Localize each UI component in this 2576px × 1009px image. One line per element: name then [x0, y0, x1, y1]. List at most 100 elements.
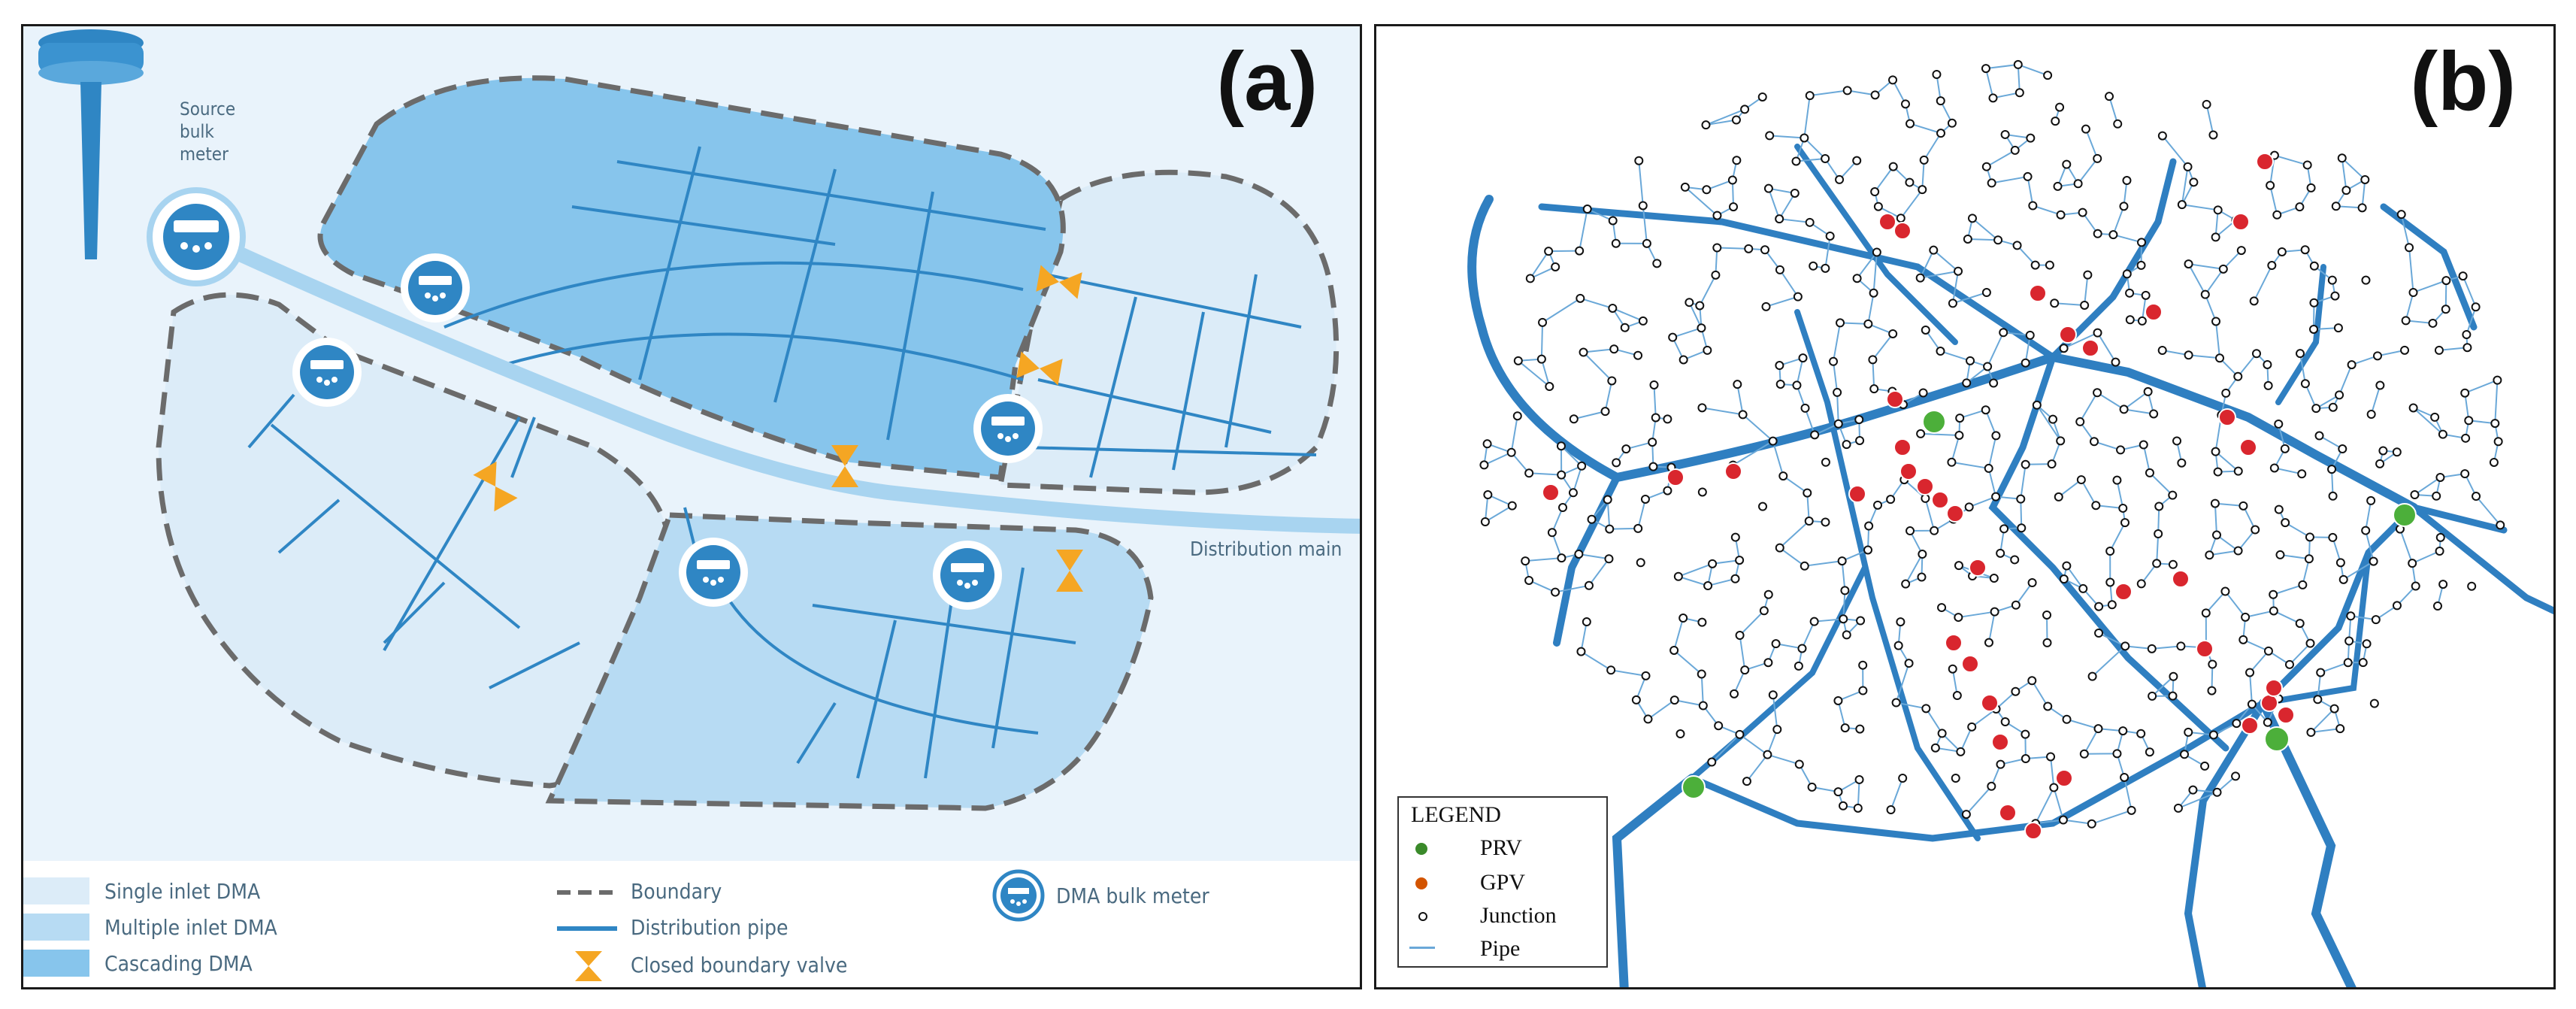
junction-node: [1906, 119, 1915, 129]
junction-node: [2112, 475, 2122, 485]
pipe-segment: [1529, 250, 1549, 279]
junction-node: [2083, 270, 2093, 280]
junction-node: [2062, 159, 2072, 169]
pipe-segment: [2113, 234, 2142, 244]
junction-node: [2080, 300, 2090, 310]
junction-node: [1730, 689, 1739, 698]
junction-node: [1760, 245, 1770, 255]
junction-node: [1547, 528, 1557, 538]
junction-node: [1840, 586, 1850, 595]
pipe-segment: [1924, 498, 1936, 532]
legend-junction: Junction: [1480, 903, 1557, 928]
junction-node: [1568, 488, 1578, 498]
junction-node: [1842, 86, 1852, 95]
pipe-segment: [2370, 385, 2381, 415]
junction-node: [2274, 419, 2284, 429]
junction-node: [2337, 153, 2347, 163]
junction-node: [2212, 787, 2222, 797]
junction-node: [2302, 160, 2312, 170]
junction-node: [2154, 501, 2164, 511]
pipe-segment: [1484, 494, 1489, 523]
junction-node: [2168, 490, 2178, 500]
junction-node: [1651, 413, 1660, 423]
junction-node: [1506, 447, 1516, 457]
pipes-right-dma: [1022, 273, 1317, 478]
junction-node: [1898, 773, 1908, 783]
pipe-segment: [2237, 353, 2257, 377]
junction-node: [1605, 524, 1615, 534]
pipe-segment: [1606, 499, 1611, 529]
pipe-segment: [1542, 298, 1581, 323]
pipe-segment: [1803, 95, 1811, 138]
junction-node: [2272, 210, 2282, 220]
pipe-segment: [2077, 158, 2099, 184]
pipe-segment: [2274, 154, 2308, 166]
pipe-segment: [1766, 295, 1799, 308]
source-bulk-meter-icon: [147, 187, 246, 286]
pipe-segment: [2053, 787, 2064, 820]
junction-node: [1800, 561, 1809, 571]
junction-node: [1742, 777, 1751, 786]
junction-node: [2093, 328, 2102, 338]
pipe-segment: [1833, 361, 1839, 393]
junction-node: [2316, 668, 2326, 677]
junction-node: [1835, 174, 1845, 184]
junction-node: [1842, 440, 1851, 450]
junction-node: [2105, 547, 2115, 556]
junction-node: [1993, 235, 2003, 245]
junction-node: [2177, 458, 2187, 468]
junction-node: [2297, 469, 2307, 479]
junction-node: [1697, 669, 1706, 679]
gpv-marker: [2218, 408, 2236, 426]
pipe-segment: [1971, 708, 1997, 728]
junction-node: [1999, 328, 2008, 338]
junction-node: [1557, 553, 1566, 563]
junction-node: [1538, 317, 1548, 327]
pipe-segment: [1896, 701, 1927, 710]
pipe-segment: [2365, 500, 2372, 531]
junction-node: [1833, 695, 1843, 705]
legend-meter-icon: [992, 869, 1045, 922]
prv-legend-icon: [1415, 843, 1427, 855]
junction-node: [2059, 344, 2069, 353]
junction-node: [2210, 498, 2220, 508]
pipe-segment: [1706, 119, 1737, 126]
pipe-segment: [2181, 204, 2218, 211]
junction-node: [1758, 501, 1768, 511]
junction-node: [1556, 441, 1566, 451]
junction-node: [2335, 724, 2345, 734]
junction-node: [1833, 419, 1843, 429]
junction-node: [1900, 99, 1910, 109]
junction-node: [1557, 470, 1566, 480]
pipe-segment: [1872, 359, 1875, 389]
pipe-segment: [1739, 734, 1768, 756]
junction-node: [1775, 214, 1784, 224]
junction-node: [2434, 345, 2444, 355]
junction-node: [2000, 717, 2010, 726]
panel-b-network-map: <"circle" cx="0" cy="0" r="0"/> (b) LEGE…: [1374, 24, 2556, 989]
junction-node: [1732, 156, 1742, 165]
junction-node: [2087, 819, 2096, 829]
junction-node: [2125, 288, 2135, 298]
junction-node: [2147, 644, 2157, 653]
pipe-segment: [2249, 672, 2253, 704]
pipe-segment: [1706, 108, 1745, 126]
junction-node: [2215, 353, 2225, 363]
pipe-segment: [1484, 451, 1512, 466]
junction-node: [2148, 691, 2157, 701]
junction-node: [2327, 275, 2337, 285]
gpv-marker: [2196, 640, 2214, 658]
gpv-marker: [2239, 438, 2257, 456]
junction-node: [1513, 356, 1523, 365]
legend-title: LEGEND: [1411, 802, 1501, 827]
pipe-segment: [1673, 617, 1685, 651]
pipe-segment: [2405, 292, 2414, 321]
junction-node: [1558, 503, 1568, 513]
pipe-segment: [2096, 505, 2123, 509]
pipe-segment: [1518, 360, 1550, 387]
junction-node: [2141, 290, 2151, 300]
junction-node: [2251, 349, 2261, 359]
junction-node: [2056, 436, 2066, 446]
junction-node: [1921, 704, 1931, 714]
pipe-segment: [1706, 179, 1733, 191]
